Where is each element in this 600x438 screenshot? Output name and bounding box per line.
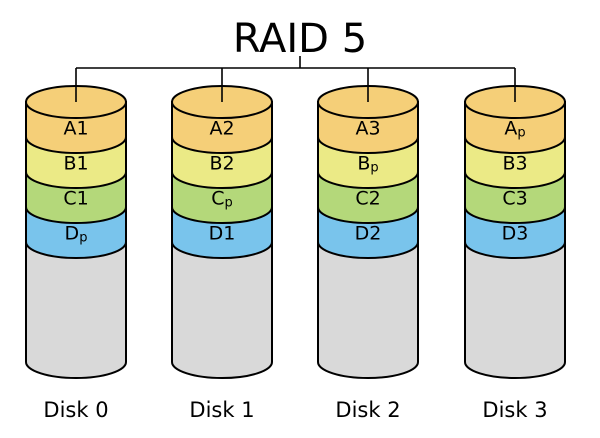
block-label: D3: [502, 223, 529, 245]
block-label-main: B: [357, 153, 370, 175]
block-label: B2: [209, 153, 234, 175]
block-label-main: B3: [502, 153, 527, 175]
block-label: Bp: [357, 153, 378, 176]
block-label-main: A2: [209, 118, 234, 140]
disk-label: Disk 0: [43, 398, 108, 422]
block-label-main: D: [65, 223, 80, 245]
disk-free-space: [317, 241, 419, 379]
disk-free-space: [25, 241, 127, 379]
block-label-main: C3: [502, 188, 527, 210]
block-label: B1: [63, 153, 88, 175]
block-label-main: C: [211, 188, 224, 210]
block-label-parity-sub: p: [79, 231, 87, 246]
block-label-parity-sub: p: [517, 126, 525, 141]
diagram-title: RAID 5: [233, 16, 367, 62]
block-label-main: A: [504, 118, 517, 140]
block-label: A1: [63, 118, 88, 140]
block-label-main: C2: [355, 188, 380, 210]
block-label-main: B1: [63, 153, 88, 175]
block-label-main: D1: [209, 223, 236, 245]
block-label: C2: [355, 188, 380, 210]
block-label: C1: [63, 188, 88, 210]
block-label: D1: [209, 223, 236, 245]
block-label-parity-sub: p: [225, 196, 233, 211]
block-label-main: B2: [209, 153, 234, 175]
block-label-main: A1: [63, 118, 88, 140]
block-label: B3: [502, 153, 527, 175]
disk-label: Disk 2: [335, 398, 400, 422]
block-label: Dp: [65, 223, 88, 246]
block-label: A3: [355, 118, 380, 140]
block-label-main: D2: [355, 223, 382, 245]
disk-label: Disk 3: [482, 398, 547, 422]
block-label: Ap: [504, 118, 525, 141]
disk-free-space: [171, 241, 273, 379]
disk-label: Disk 1: [189, 398, 254, 422]
block-label: A2: [209, 118, 234, 140]
block-label: D2: [355, 223, 382, 245]
block-label-main: D3: [502, 223, 529, 245]
block-label-main: C1: [63, 188, 88, 210]
block-label: Cp: [211, 188, 233, 211]
block-label: C3: [502, 188, 527, 210]
controller-bus: [76, 56, 515, 69]
block-label-main: A3: [355, 118, 380, 140]
disk-free-space: [464, 241, 566, 379]
block-label-parity-sub: p: [370, 161, 378, 176]
